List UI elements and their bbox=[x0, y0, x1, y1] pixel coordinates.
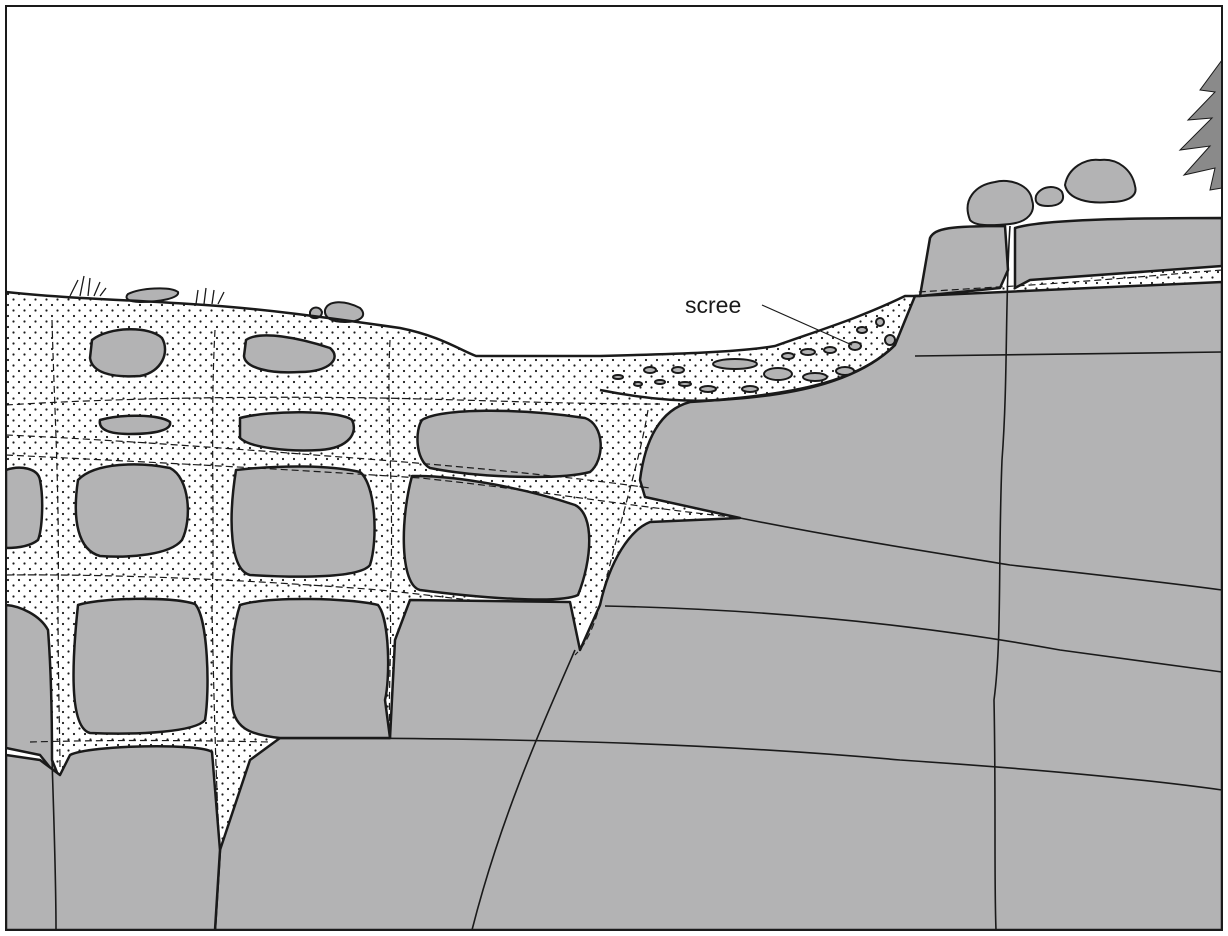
joint-block bbox=[231, 599, 390, 738]
corestone bbox=[100, 416, 170, 434]
boulder bbox=[1036, 187, 1063, 206]
tree-foliage bbox=[1180, 60, 1222, 190]
scree-label: scree bbox=[685, 292, 741, 318]
corestone bbox=[232, 466, 375, 576]
upper-ledge-block bbox=[920, 226, 1008, 296]
boulder bbox=[968, 181, 1033, 225]
corestone bbox=[6, 468, 42, 548]
joint-block bbox=[74, 599, 208, 734]
corestone bbox=[90, 329, 165, 376]
boulder bbox=[1065, 160, 1136, 203]
corestone bbox=[76, 464, 188, 556]
joint-block bbox=[6, 746, 220, 930]
corestone bbox=[417, 411, 600, 477]
corestone bbox=[240, 412, 354, 450]
